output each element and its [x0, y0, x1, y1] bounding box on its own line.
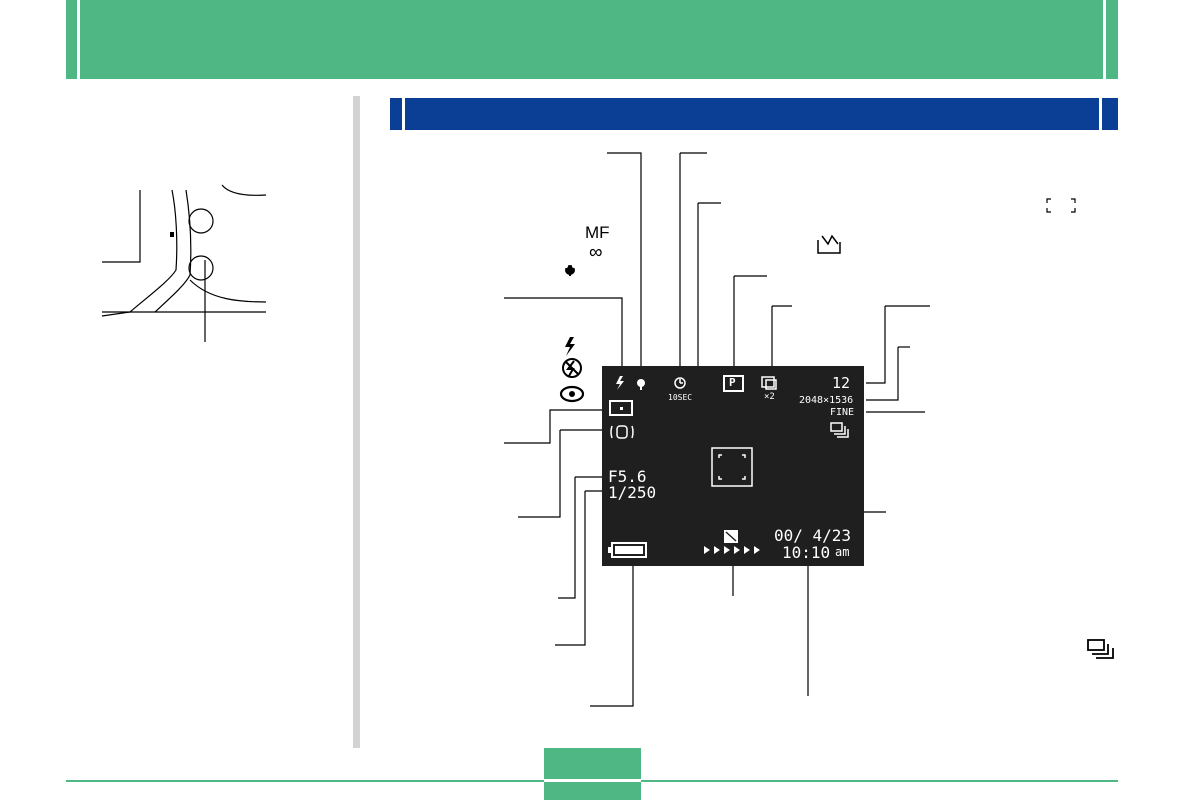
- shutter-speed: 1/250: [608, 483, 657, 502]
- flash-icon: [565, 337, 575, 356]
- red-eye-icon: [559, 385, 585, 403]
- header-stripe-right: [1103, 0, 1106, 79]
- anti-shake-icon: [817, 234, 841, 254]
- camera-illustration: [101, 184, 267, 342]
- column-divider: [353, 96, 360, 748]
- continuous-shooting-icon: [1087, 639, 1114, 659]
- macro-icon: [637, 379, 645, 390]
- digital-zoom-icon: [761, 376, 777, 390]
- lcd-icons: [608, 375, 849, 558]
- section-stripe-right: [1099, 98, 1102, 130]
- shots-remaining: 12: [832, 374, 851, 392]
- section-title-bar: [390, 98, 1118, 130]
- legend-focus-manual: MF: [585, 223, 610, 242]
- zoom-label: ×2: [764, 392, 775, 402]
- time-display: 10:10: [782, 543, 831, 562]
- focus-frame-icon: [711, 447, 753, 487]
- page-tab-stripe: [544, 779, 641, 782]
- self-timer-icon: [674, 377, 686, 389]
- mode-label: P: [729, 376, 736, 389]
- camera-mode-dial-icon: [170, 232, 174, 237]
- program-mode-icon: [723, 375, 744, 392]
- date-display: 00/ 4/23: [774, 526, 852, 545]
- image-size: 2048×1536: [799, 395, 854, 406]
- flash-off-icon: [562, 358, 582, 378]
- flash-icon: [616, 376, 624, 390]
- am-pm-indicator: am: [835, 545, 850, 559]
- focus-frame-icon: [1046, 198, 1076, 213]
- header-stripe-left: [77, 0, 80, 79]
- exposure-compensation-icon: [724, 530, 738, 543]
- spot-metering-icon: [609, 400, 633, 416]
- self-timer-label: 10SEC: [668, 393, 693, 402]
- aperture-value: F5.6: [608, 467, 647, 486]
- header-bar: [66, 0, 1118, 79]
- section-stripe-left: [402, 98, 405, 130]
- image-quality: FINE: [830, 407, 855, 418]
- macro-icon: [564, 264, 576, 276]
- continuous-shooting-icon: [830, 422, 849, 438]
- image-stabilization-icon: [610, 425, 634, 439]
- white-balance-icon: [704, 546, 760, 554]
- legend-focus-infinity: ∞: [589, 242, 603, 263]
- lcd-monitor: 10SEC P ×2 12 2048×1536 FINE F5.6 1/250 …: [602, 366, 864, 566]
- battery-icon: [608, 542, 647, 558]
- page-number-tab: [544, 748, 641, 800]
